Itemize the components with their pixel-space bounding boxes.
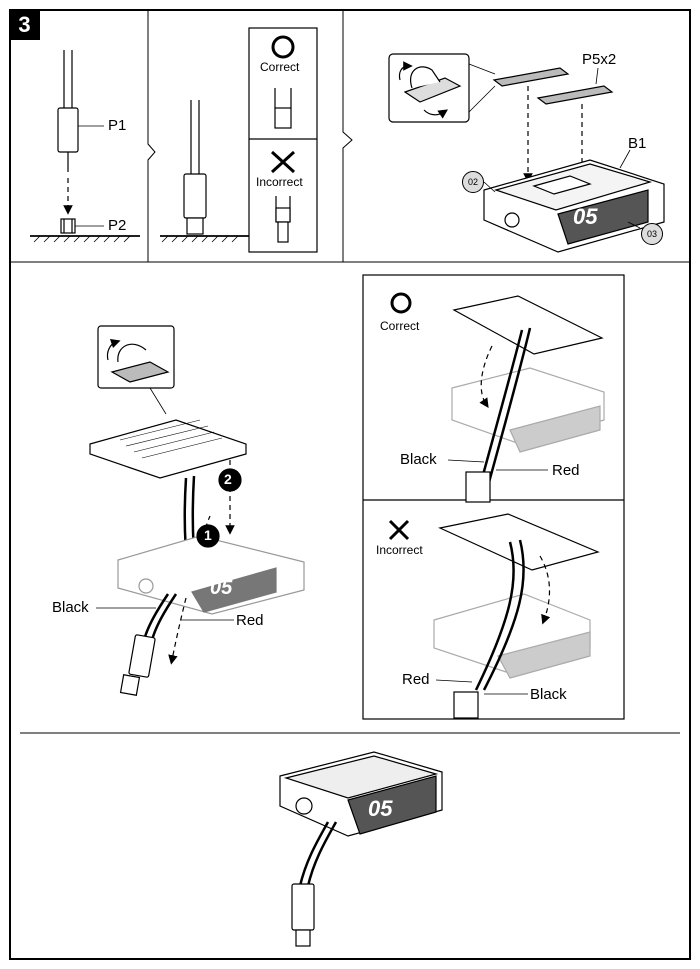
page-frame	[9, 9, 691, 960]
device-badge-text: 05	[573, 204, 598, 229]
pad-2	[536, 85, 614, 105]
plate-correct	[452, 295, 604, 355]
pad-1	[492, 67, 570, 87]
assembled-result	[279, 751, 443, 947]
plate-incorrect	[438, 513, 600, 571]
label-correct-routing: Correct	[380, 319, 420, 333]
label-black-incorrect: Black	[530, 686, 567, 703]
connector-check-box	[248, 27, 318, 253]
connector-panel-b	[160, 100, 250, 243]
label-p5x2: P5x2	[582, 51, 617, 68]
label-incorrect-connector: Incorrect	[256, 175, 303, 189]
routing-correct-circle-icon	[390, 292, 412, 314]
label-03: 03	[641, 223, 663, 245]
label-correct-connector: Correct	[260, 60, 300, 74]
assembled-badge-text: 05	[368, 796, 393, 821]
label-black-main: Black	[52, 599, 89, 616]
order-2-badge	[218, 468, 242, 492]
plate-install-panel	[89, 325, 305, 696]
label-02: 02	[462, 171, 484, 193]
connector-panel-a	[30, 50, 140, 243]
label-p1: P1	[108, 117, 127, 134]
section-dividers	[10, 10, 690, 734]
order-1-badge	[196, 524, 220, 548]
label-red-incorrect: Red	[402, 671, 430, 688]
label-black-correct: Black	[400, 451, 437, 468]
label-p2: P2	[108, 217, 127, 234]
device-badge	[557, 189, 649, 245]
incorrect-cross-icon	[270, 150, 296, 174]
label-red-correct: Red	[552, 462, 580, 479]
step-number-badge: 3	[9, 9, 40, 40]
label-b1: B1	[628, 135, 647, 152]
correct-circle-icon	[271, 35, 295, 59]
label-incorrect-routing: Incorrect	[376, 543, 423, 557]
base-badge-text: 05	[210, 577, 233, 599]
top-plate	[89, 419, 247, 479]
pad-placement-panel	[388, 53, 665, 253]
label-red-main: Red	[236, 612, 264, 629]
routing-incorrect-cross-icon	[388, 519, 410, 541]
order-2-text: 2	[224, 471, 232, 487]
order-1-text: 1	[204, 527, 212, 543]
routing-check-box	[362, 274, 625, 720]
assembled-badge	[347, 775, 437, 835]
